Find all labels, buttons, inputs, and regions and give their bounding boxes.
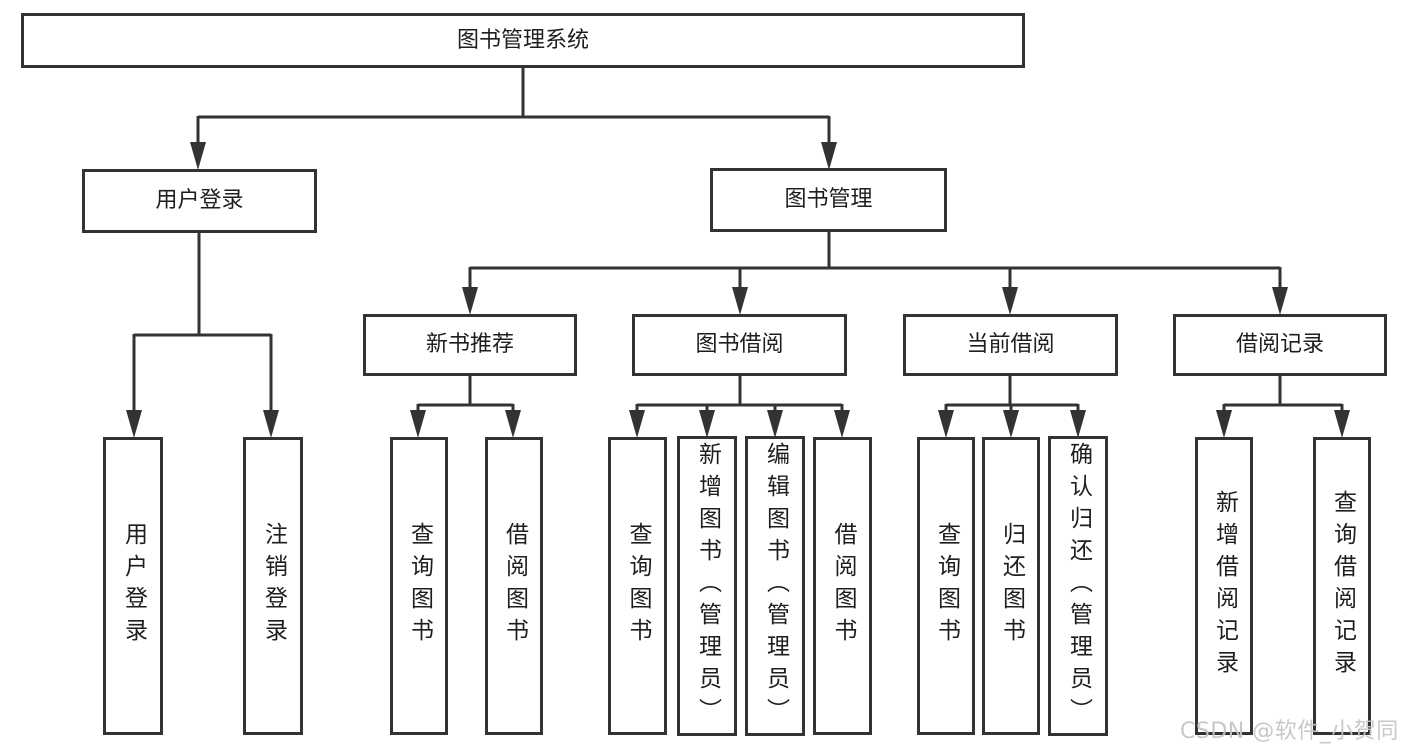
- node-current-borrow-label: 当前借阅: [966, 332, 1055, 357]
- node-current-borrow: 当前借阅: [903, 314, 1118, 376]
- csdn-watermark: CSDN @软件_小贺同学: [1180, 719, 1399, 744]
- leaf-borrow-books-borrow: 借阅图书: [813, 437, 872, 735]
- leaf-query-borrow-record-label: 查询借阅记录: [1329, 490, 1356, 682]
- node-book-management-label: 图书管理: [784, 187, 873, 212]
- node-user-login: 用户登录: [82, 169, 317, 233]
- leaf-borrow-books-recommend: 借阅图书: [485, 437, 543, 735]
- node-borrow-records: 借阅记录: [1173, 314, 1387, 376]
- leaf-borrow-books-borrow-label: 借阅图书: [830, 522, 856, 650]
- leaf-user-login: 用户登录: [103, 437, 163, 735]
- node-new-book-recommend-label: 新书推荐: [425, 332, 514, 357]
- node-root: 图书管理系统: [21, 13, 1025, 68]
- leaf-add-book-admin-label: 新增图书（管理员）: [694, 442, 721, 730]
- node-root-label: 图书管理系统: [456, 27, 589, 53]
- leaf-return-book: 归还图书: [982, 437, 1040, 735]
- leaf-query-books-current: 查询图书: [917, 437, 975, 735]
- leaf-borrow-books-recommend-label: 借阅图书: [501, 522, 528, 650]
- leaf-confirm-return-admin-label: 确认归还（管理员）: [1065, 442, 1092, 730]
- leaf-add-borrow-record-label: 新增借阅记录: [1211, 490, 1238, 682]
- leaf-query-books-borrow: 查询图书: [608, 437, 667, 735]
- node-borrow-records-label: 借阅记录: [1235, 332, 1324, 357]
- leaf-logout-login-label: 注销登录: [260, 522, 287, 650]
- node-user-login-label: 用户登录: [155, 188, 244, 213]
- leaf-query-books-recommend-label: 查询图书: [406, 522, 433, 650]
- leaf-user-login-label: 用户登录: [120, 522, 147, 650]
- leaf-add-borrow-record: 新增借阅记录: [1195, 437, 1253, 735]
- node-book-borrow-label: 图书借阅: [695, 332, 784, 357]
- leaf-confirm-return-admin: 确认归还（管理员）: [1048, 436, 1108, 736]
- node-new-book-recommend: 新书推荐: [363, 314, 577, 376]
- node-book-borrow: 图书借阅: [632, 314, 847, 376]
- node-book-management: 图书管理: [710, 168, 947, 232]
- leaf-query-books-current-label: 查询图书: [933, 522, 960, 650]
- leaf-logout-login: 注销登录: [243, 437, 303, 735]
- leaf-query-borrow-record: 查询借阅记录: [1313, 437, 1371, 735]
- leaf-query-books-recommend: 查询图书: [390, 437, 448, 735]
- leaf-return-book-label: 归还图书: [998, 522, 1025, 650]
- leaf-add-book-admin: 新增图书（管理员）: [677, 436, 737, 736]
- leaf-edit-book-admin: 编辑图书（管理员）: [745, 436, 805, 736]
- leaf-query-books-borrow-label: 查询图书: [625, 522, 651, 650]
- leaf-edit-book-admin-label: 编辑图书（管理员）: [762, 442, 789, 730]
